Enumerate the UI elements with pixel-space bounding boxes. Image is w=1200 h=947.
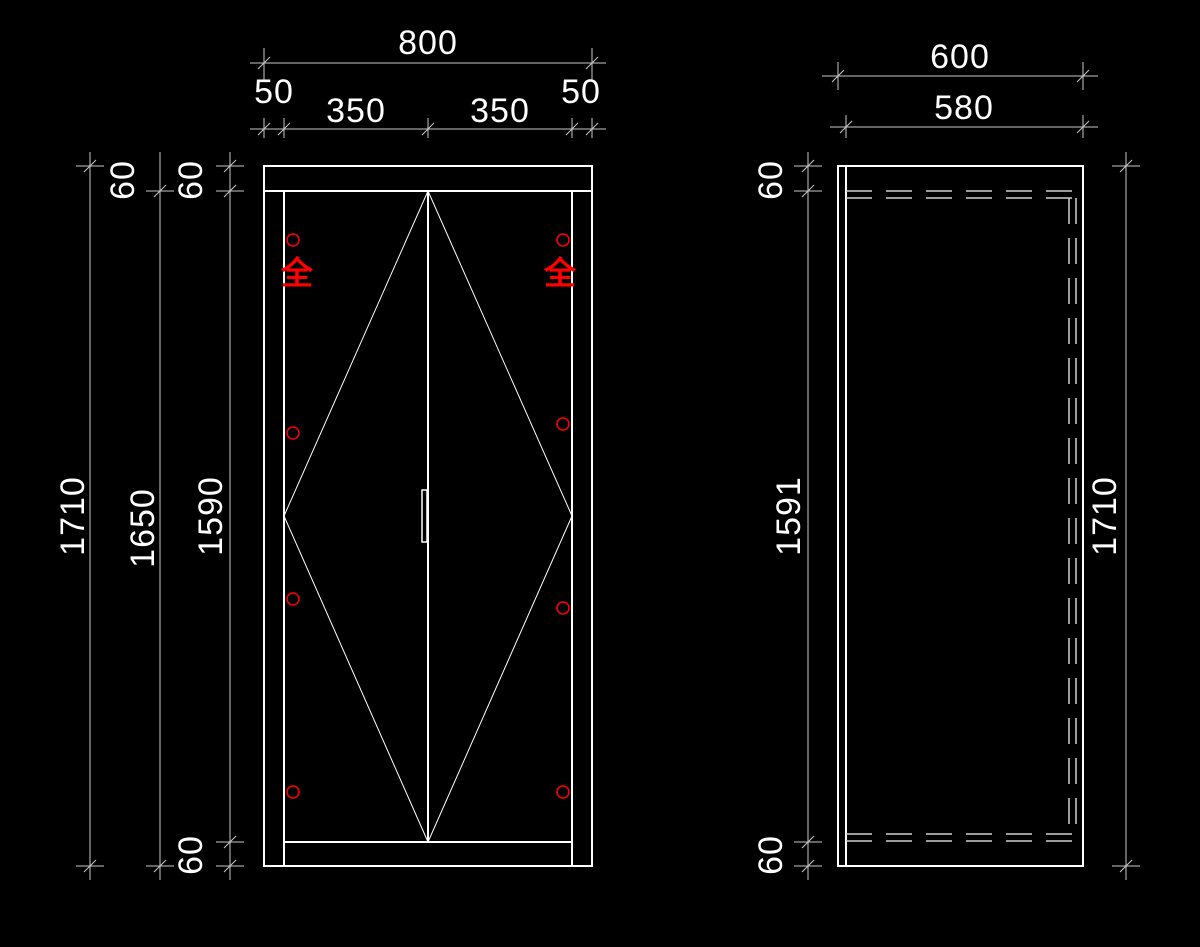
door-handle: [421, 489, 428, 543]
dim-side-top: 60: [752, 160, 790, 200]
front-view: [263, 165, 593, 867]
dim-front-top-inner: 60: [172, 160, 210, 200]
dim-front-door-height: 1590: [192, 476, 230, 556]
dim-side-inner-height: 1591: [770, 476, 808, 556]
dim-side-total-depth: 600: [930, 38, 990, 76]
left-door-swing: [283, 190, 429, 843]
door-swing-lines: [283, 190, 573, 843]
hinge-left-4: [286, 785, 300, 799]
dim-front-top-outer: 60: [104, 160, 142, 200]
hinge-left-3: [286, 592, 300, 606]
side-hidden-lines: [846, 190, 1077, 842]
dim-side-inner-depth: 580: [934, 89, 994, 127]
hinge-label-left: 全: [280, 255, 314, 291]
front-dimension-lines: [76, 48, 606, 880]
side-dimension-lines: [794, 62, 1140, 880]
dim-front-bottom: 60: [172, 835, 210, 875]
hinge-left-1: [286, 233, 300, 247]
hinge-right-3: [556, 601, 570, 615]
hinge-right-1: [556, 233, 570, 247]
right-door-swing: [427, 190, 573, 843]
dim-front-side-left: 50: [254, 73, 294, 111]
hinge-left-2: [286, 426, 300, 440]
dim-front-inner-height: 1650: [124, 488, 162, 568]
dim-side-total-height: 1710: [1086, 476, 1124, 556]
hinges: [286, 233, 570, 799]
dim-front-side-right: 50: [561, 73, 601, 111]
hinge-right-2: [556, 417, 570, 431]
side-carcass-outline: [837, 165, 1084, 867]
dim-side-bottom: 60: [752, 835, 790, 875]
hinge-right-4: [556, 785, 570, 799]
side-view: [837, 165, 1084, 867]
dim-front-door-left: 350: [326, 92, 386, 130]
dim-front-door-right: 350: [470, 92, 530, 130]
dim-front-total-height: 1710: [54, 476, 92, 556]
dim-front-total-width: 800: [398, 24, 458, 62]
hinge-label-right: 全: [543, 255, 577, 291]
front-carcass-outline: [263, 165, 593, 867]
